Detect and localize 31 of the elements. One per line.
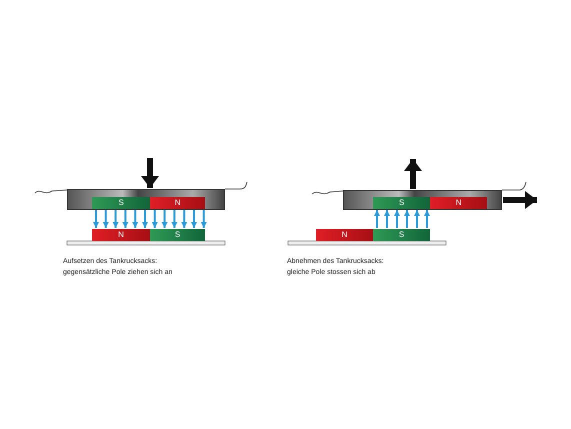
movement-arrow: [404, 159, 422, 189]
force-arrow: [132, 210, 138, 228]
magnet-pole: S: [373, 197, 430, 210]
magnet-pole: S: [150, 229, 205, 241]
force-arrow: [384, 210, 390, 228]
movement-arrow: [141, 158, 159, 188]
force-arrow: [112, 210, 119, 228]
magnet-pole: N: [150, 197, 206, 210]
magnet-pole: N: [316, 229, 373, 241]
force-arrow: [200, 210, 207, 228]
housing-plate: [343, 190, 502, 210]
magnet-pole: S: [373, 229, 430, 241]
force-arrow: [93, 210, 99, 228]
force-arrow: [152, 210, 158, 228]
housing-plate: [67, 189, 225, 210]
force-arrow: [374, 210, 380, 228]
magnet-pole: N: [92, 229, 150, 241]
force-arrow: [191, 210, 197, 228]
force-arrow: [394, 210, 400, 228]
force-arrow: [171, 210, 178, 228]
force-arrow: [181, 210, 188, 228]
force-arrow: [102, 210, 109, 228]
movement-arrow: [503, 191, 537, 209]
force-arrow: [162, 210, 168, 228]
force-arrow: [404, 210, 410, 228]
magnet-pole: S: [92, 197, 150, 210]
force-arrow: [424, 210, 430, 228]
magnet-pole: N: [430, 197, 488, 210]
force-arrow: [414, 210, 420, 228]
force-arrow: [122, 210, 128, 228]
force-arrow: [142, 210, 148, 228]
